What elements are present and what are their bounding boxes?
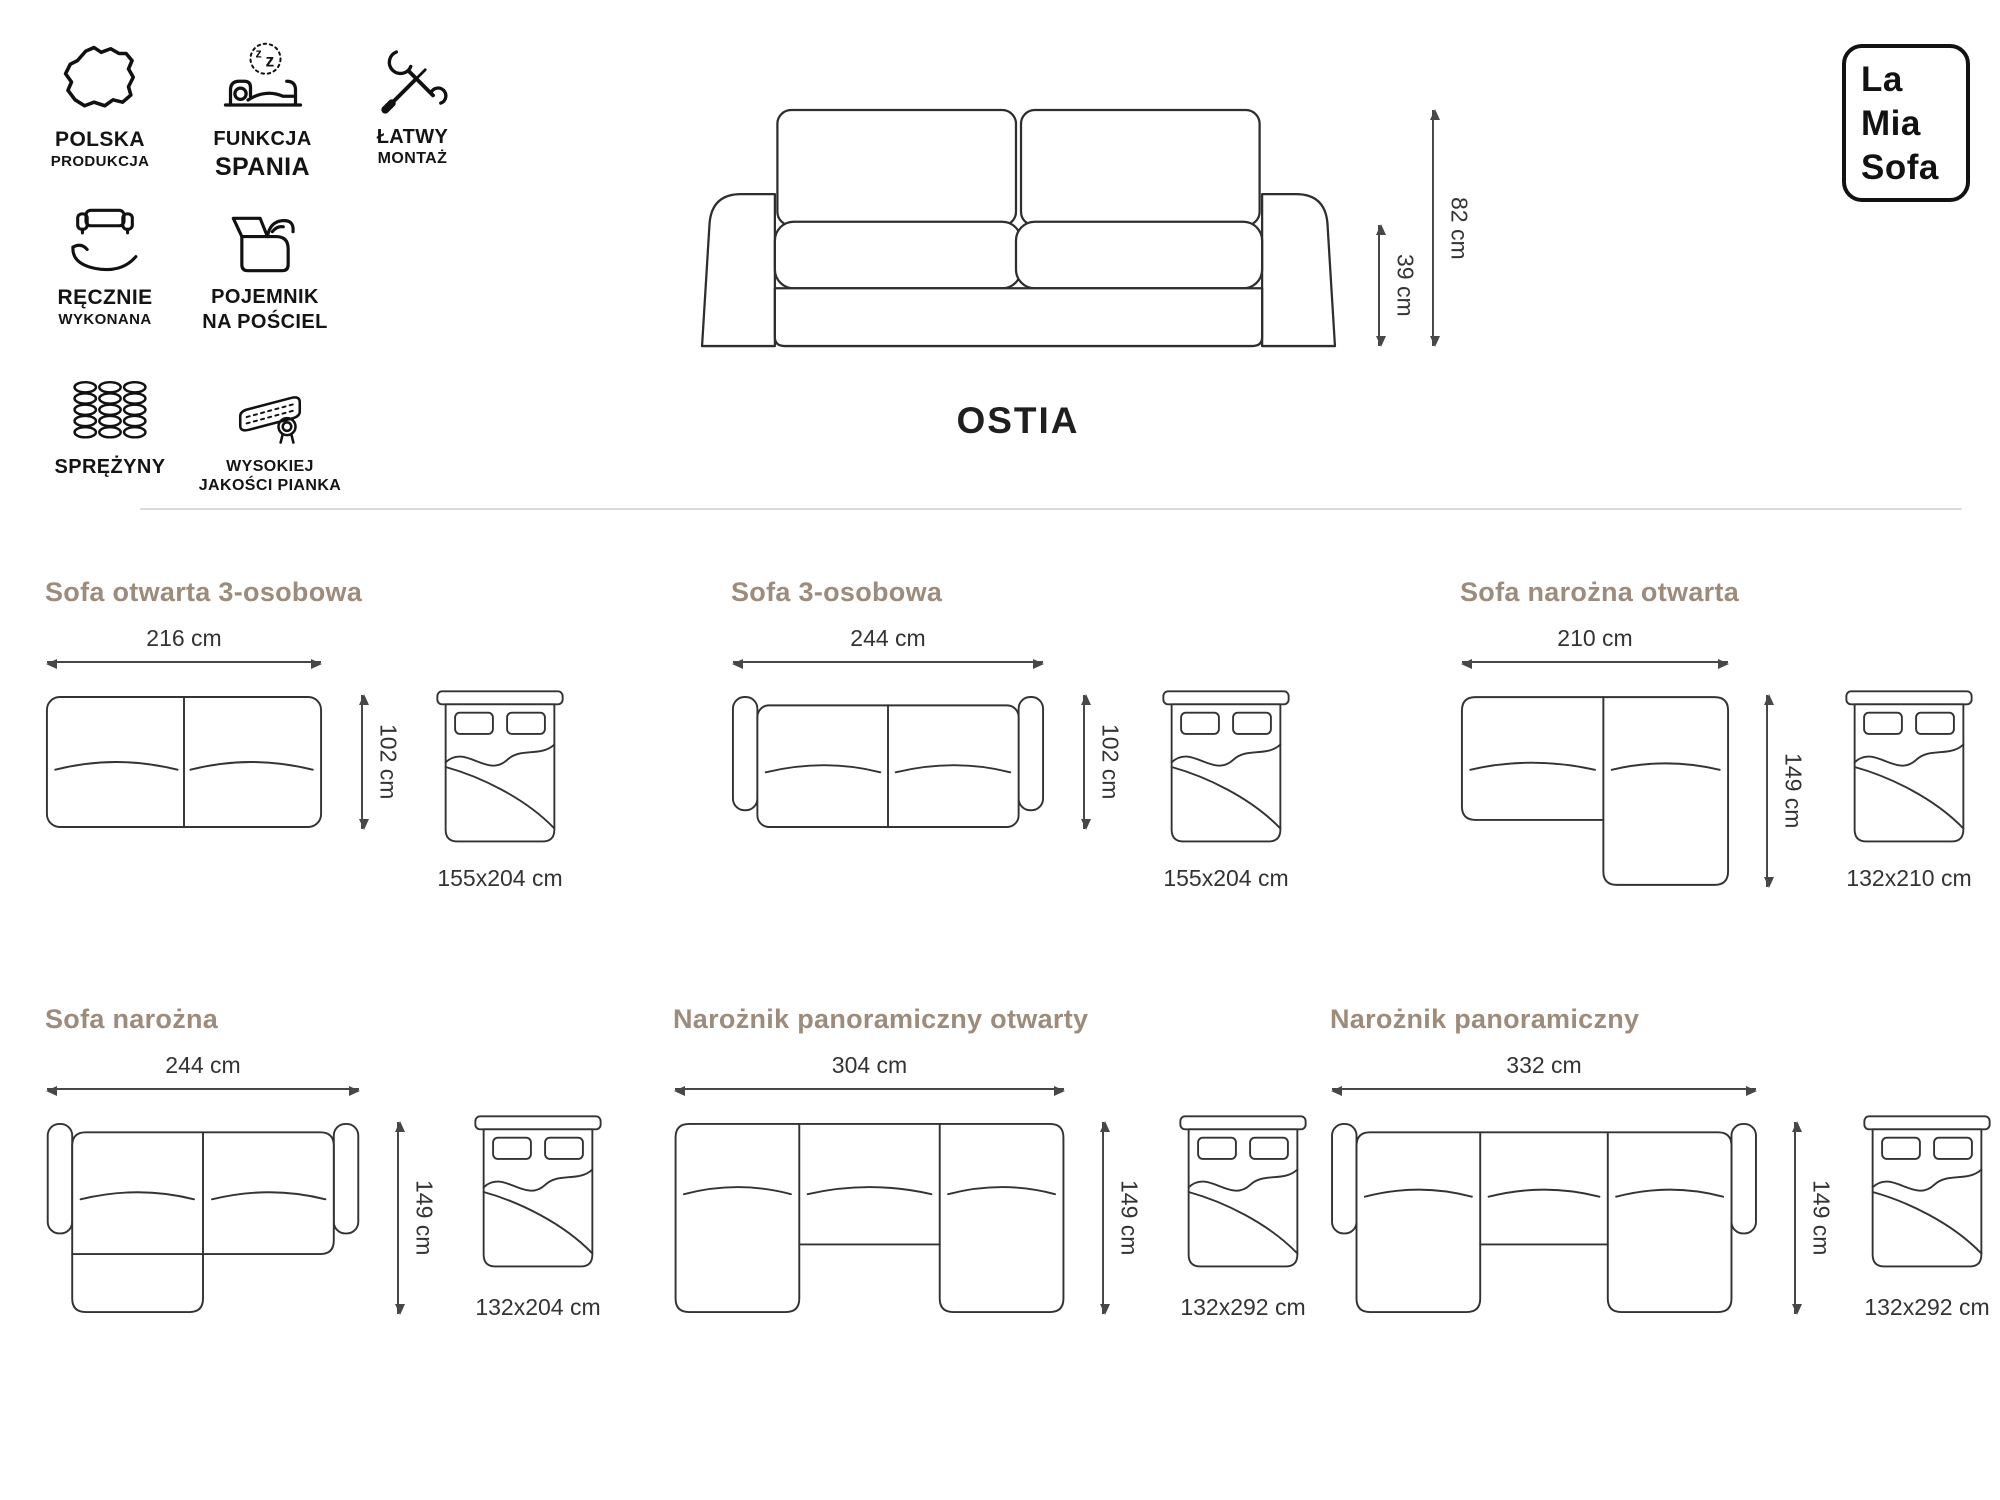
panoramic-sofa-top-view: [1331, 1122, 1757, 1314]
feature-sublabel: MONTAŻ: [377, 150, 448, 167]
config-title: Sofa narożna otwarta: [1460, 577, 1740, 607]
feature-polska-produkcja: POLSKA PRODUKCJA: [30, 44, 170, 172]
sofa-front-view: [700, 108, 1337, 348]
width-arrow: [1461, 659, 1729, 669]
width-dimension: 210 cm: [1557, 625, 1633, 651]
depth-dimension: 149 cm: [1116, 1180, 1143, 1256]
springs-icon: [73, 380, 147, 439]
feature-sublabel: WYKONANA: [58, 311, 152, 329]
feature-sublabel: PRODUKCJA: [50, 153, 150, 171]
panoramic-sofa-top-view: [674, 1122, 1065, 1314]
feature-label: POLSKA: [55, 128, 145, 151]
bed-icon: [436, 690, 564, 843]
width-arrow: [46, 659, 322, 669]
depth-arrow: [1100, 1121, 1110, 1315]
hand-made-icon: [71, 208, 138, 272]
bed-size-label: 132x292 cm: [1864, 1294, 1990, 1320]
total-height-dimension: 82 cm: [1446, 196, 1473, 260]
total-height-arrow: [1430, 109, 1440, 347]
bed-icon: [474, 1115, 602, 1268]
feature-pojemnik-na-posciel: POJEMNIK NA POŚCIEL: [190, 200, 340, 335]
feature-label: WYSOKIEJ: [226, 458, 314, 475]
sofa-top-view: [731, 696, 1045, 828]
feature-sprezyny: SPRĘŻYNY: [40, 376, 180, 479]
config-title: Narożnik panoramiczny otwarty: [673, 1004, 1089, 1034]
section-divider: [140, 508, 1962, 510]
feature-label: SPRĘŻYNY: [54, 456, 166, 478]
sofa-top-view: [45, 696, 323, 828]
config-title: Sofa 3-osobowa: [731, 577, 943, 607]
feature-sublabel: JAKOŚCI PIANKA: [198, 477, 342, 495]
bed-icon: [1162, 690, 1290, 843]
svg-text:z: z: [265, 50, 274, 70]
feature-label: RĘCZNIE: [57, 286, 153, 309]
depth-dimension: 102 cm: [375, 724, 402, 800]
feature-label: FUNKCJA: [213, 128, 312, 150]
width-dimension: 216 cm: [146, 625, 222, 651]
feature-sublabel: NA POŚCIEL: [202, 311, 328, 333]
bed-icon: [1863, 1115, 1991, 1268]
bed-size-label: 132x210 cm: [1846, 865, 1972, 891]
bed-size-label: 132x204 cm: [475, 1294, 601, 1320]
width-arrow: [674, 1086, 1065, 1096]
depth-arrow: [1792, 1121, 1802, 1315]
depth-dimension: 149 cm: [1780, 753, 1807, 829]
width-dimension: 244 cm: [165, 1052, 241, 1078]
brand-line: Mia: [1861, 104, 1921, 144]
feature-wysokiej-jakosci-pianka: WYSOKIEJ JAKOŚCI PIANKA: [190, 382, 350, 497]
brand-line: La: [1861, 60, 1903, 99]
feature-label: POJEMNIK: [211, 286, 319, 308]
depth-arrow: [1081, 694, 1091, 830]
sleep-function-icon: z z: [223, 42, 302, 107]
width-arrow: [46, 1086, 360, 1096]
corner-sofa-top-view: [1460, 696, 1730, 886]
bed-size-label: 132x292 cm: [1180, 1294, 1306, 1320]
config-title: Sofa narożna: [45, 1004, 219, 1034]
bedding-storage-icon: [231, 216, 295, 273]
depth-dimension: 102 cm: [1097, 724, 1124, 800]
tools-icon: [380, 50, 447, 114]
config-title: Narożnik panoramiczny: [1330, 1004, 1640, 1034]
seat-height-dimension: 39 cm: [1392, 254, 1419, 317]
depth-arrow: [359, 694, 369, 830]
brand-line: Sofa: [1861, 148, 1939, 188]
bed-size-label: 155x204 cm: [437, 865, 563, 891]
feature-sublabel: SPANIA: [214, 153, 310, 181]
feature-label: ŁATWY: [376, 126, 449, 148]
width-arrow: [1331, 1086, 1757, 1096]
feature-latwy-montaz: ŁATWY MONTAŻ: [345, 46, 480, 170]
seat-height-arrow: [1376, 224, 1386, 347]
corner-sofa-top-view: [46, 1122, 360, 1314]
svg-text:z: z: [255, 47, 261, 61]
bed-size-label: 155x204 cm: [1163, 865, 1289, 891]
depth-dimension: 149 cm: [1808, 1180, 1835, 1256]
poland-map-icon: [63, 45, 136, 108]
brand-logo: La Mia Sofa: [1842, 44, 1970, 202]
width-dimension: 332 cm: [1506, 1052, 1582, 1078]
config-title: Sofa otwarta 3-osobowa: [45, 577, 363, 607]
width-dimension: 304 cm: [831, 1052, 908, 1078]
product-name: OSTIA: [956, 400, 1080, 441]
feature-funkcja-spania: z z FUNKCJA SPANIA: [190, 40, 335, 184]
depth-dimension: 149 cm: [411, 1180, 438, 1256]
feature-recznie-wykonana: RĘCZNIE WYKONANA: [35, 202, 175, 330]
bed-icon: [1179, 1115, 1307, 1268]
foam-quality-icon: [238, 396, 302, 444]
width-dimension: 244 cm: [850, 625, 926, 651]
width-arrow: [732, 659, 1044, 669]
depth-arrow: [1764, 694, 1774, 888]
depth-arrow: [395, 1121, 405, 1315]
bed-icon: [1845, 690, 1973, 843]
